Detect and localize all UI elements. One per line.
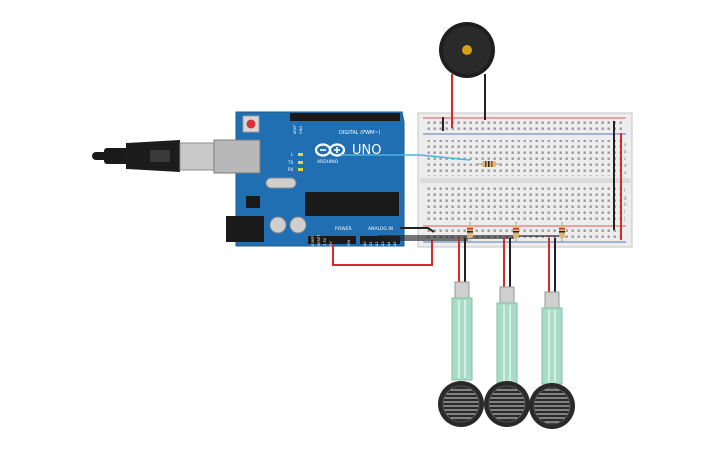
force-sensor[interactable] [529, 291, 575, 429]
pin-rx-label: RX [288, 167, 294, 172]
regulator [246, 196, 260, 208]
force-sensor[interactable] [438, 281, 484, 427]
pin-aref-label: AREF [293, 125, 297, 134]
usb-logo-icon [150, 150, 170, 162]
usb-port [213, 139, 261, 174]
pin-a1-label: A1 [369, 241, 373, 246]
capacitor [269, 216, 287, 234]
row-b-label: b [624, 149, 627, 154]
pin-l-label: L [291, 152, 294, 157]
resistor[interactable] [467, 222, 473, 242]
power-header-label: POWER [335, 226, 352, 232]
row-d-label: d [624, 163, 627, 168]
crystal [265, 177, 297, 189]
row-g-label: g [624, 195, 627, 200]
row-i-label: i [624, 209, 625, 214]
digital-header [290, 113, 400, 121]
row-a-label: a [624, 142, 627, 147]
row-c-label: c [624, 156, 626, 161]
arduino-logo-icon [314, 143, 346, 157]
pin-gnd-label: GND [299, 126, 303, 134]
led-tx [298, 161, 303, 164]
power-wire-red[interactable] [332, 240, 433, 266]
pin-a4-label: A4 [387, 241, 391, 246]
pin-vin-label: VIN [347, 240, 351, 246]
board-brand: ARDUINO [317, 159, 339, 165]
resistor[interactable] [513, 222, 519, 242]
resistor[interactable] [559, 222, 565, 242]
pin-a0-label: A0 [363, 241, 367, 246]
analog-header-label: ANALOG IN [368, 226, 393, 232]
led-l [298, 153, 303, 156]
pin-ioref-label: IOREF [311, 236, 315, 246]
power-jack [226, 216, 264, 242]
atmega-chip [305, 192, 399, 216]
pin-5v-label: 5V [329, 241, 333, 246]
row-h-label: h [624, 202, 627, 207]
row-f-label: f [624, 188, 626, 193]
pin-tx-label: TX [287, 160, 293, 165]
row-e-label: e [624, 170, 627, 175]
pin-a5-label: A5 [393, 241, 397, 246]
breadboard[interactable]: a b c d e f g h i j [417, 112, 633, 248]
pin-3v3-label: 3.3V [323, 237, 327, 246]
pin-a3-label: A3 [381, 241, 385, 246]
power-header [308, 236, 356, 244]
resistor[interactable] [478, 161, 502, 167]
piezo-buzzer[interactable] [439, 22, 495, 78]
force-sensor[interactable] [484, 286, 530, 427]
signal-wire-cyan[interactable] [341, 154, 471, 161]
led-rx [298, 168, 303, 171]
arduino-uno[interactable]: UNO ARDUINO DIGITAL (PWM~) POWER ANALOG … [213, 111, 405, 247]
pin-a2-label: A2 [375, 241, 379, 246]
digital-header-label: DIGITAL (PWM~) [339, 130, 381, 136]
usb-cable[interactable] [92, 140, 215, 172]
analog-header [360, 236, 400, 244]
ground-wire-black[interactable] [400, 227, 435, 233]
capacitor [289, 216, 307, 234]
pin-reset-label: RESET [317, 234, 321, 246]
row-j-label: j [623, 216, 625, 221]
